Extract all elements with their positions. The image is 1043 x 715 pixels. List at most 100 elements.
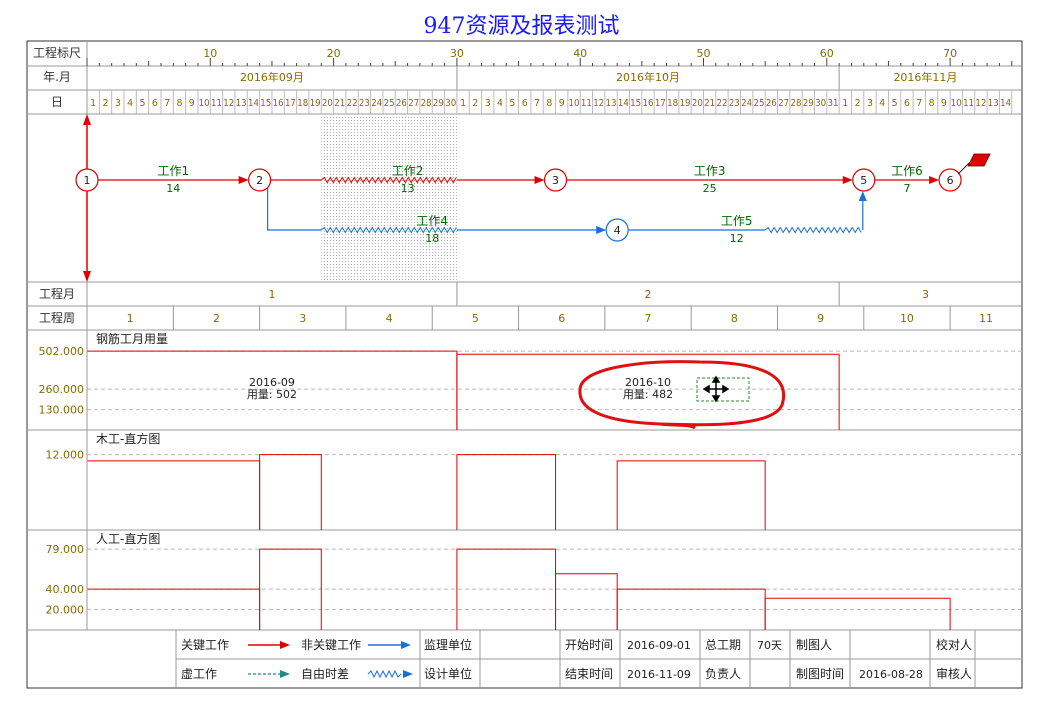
project-week-label: 1 [127, 312, 134, 325]
resource-step-bar [616, 460, 766, 530]
network-node-label: 4 [614, 224, 621, 237]
day-label: 9 [559, 98, 565, 109]
day-label: 6 [522, 98, 528, 109]
task-name-label: 工作3 [694, 164, 726, 178]
day-label: 25 [384, 98, 395, 109]
task-duration-label: 18 [425, 232, 439, 245]
day-label: 26 [396, 98, 407, 109]
project-week-label: 5 [472, 312, 479, 325]
resource-tick-label: 260.000 [39, 383, 85, 396]
task-duration-label: 14 [166, 182, 180, 195]
day-label: 14 [248, 98, 259, 109]
day-label: 30 [815, 98, 826, 109]
network-node [605, 218, 629, 242]
project-week-label: 3 [299, 312, 306, 325]
scale-tick-label: 60 [820, 47, 834, 60]
reviewer-label: 审核人 [936, 666, 972, 681]
day-label: 29 [433, 98, 444, 109]
end-time-value: 2016-11-09 [627, 668, 691, 681]
resource-step-bar [86, 460, 261, 530]
resource-period-label: 2016-09 [249, 376, 295, 389]
move-cursor-icon [702, 375, 730, 403]
day-label: 24 [741, 98, 752, 109]
task-name-label: 工作6 [891, 164, 923, 178]
day-label: 2 [472, 98, 478, 109]
day-label: 3 [115, 98, 121, 109]
day-label: 19 [310, 98, 321, 109]
task-name-label: 工作1 [157, 164, 189, 178]
month-label: 2016年09月 [240, 70, 304, 84]
resource-period-label: 2016-10 [625, 376, 671, 389]
resource-tick-label: 130.000 [39, 404, 85, 417]
day-row-label: 日 [51, 95, 63, 109]
task-arrowhead [238, 176, 249, 184]
resource-step-bar [456, 454, 557, 530]
day-label: 14 [618, 98, 629, 109]
draw-time-label: 制图时间 [796, 667, 844, 681]
resource-tick-label: 502.000 [39, 345, 85, 358]
resource-panel-title: 人工-直方图 [96, 531, 160, 546]
scale-tick-label: 50 [697, 47, 711, 60]
day-label: 27 [778, 98, 789, 109]
project-month-label: 2 [645, 288, 652, 301]
scale-tick-label: 10 [203, 47, 217, 60]
outer-frame [26, 40, 1023, 689]
day-label: 17 [655, 98, 666, 109]
network-node-label: 3 [552, 174, 559, 187]
day-label: 1 [460, 98, 466, 109]
day-label: 3 [867, 98, 873, 109]
day-label: 9 [189, 98, 195, 109]
day-label: 20 [692, 98, 703, 109]
day-label: 23 [359, 98, 370, 109]
day-label: 5 [892, 98, 898, 109]
day-label: 16 [643, 98, 654, 109]
network-node [852, 168, 876, 192]
start-time-label: 开始时间 [565, 638, 613, 652]
scale-tick-label: 30 [450, 47, 464, 60]
day-label: 10 [951, 98, 962, 109]
project-month-row-label: 工程月 [39, 286, 75, 301]
day-label: 7 [916, 98, 922, 109]
start-time-value: 2016-09-01 [627, 639, 691, 652]
free-float-wave [764, 226, 862, 234]
design-label: 设计单位 [424, 666, 472, 681]
network-node-label: 1 [84, 174, 91, 187]
task-arrowhead [534, 176, 545, 184]
day-label: 2 [855, 98, 861, 109]
resource-tick-label: 40.000 [46, 583, 85, 596]
selection-box[interactable] [696, 377, 750, 402]
project-week-label: 8 [731, 312, 738, 325]
network-node-label: 5 [860, 174, 867, 187]
day-label: 27 [408, 98, 419, 109]
day-label: 18 [667, 98, 678, 109]
resource-tick-label: 79.000 [46, 543, 85, 556]
legend-float-arrow [403, 670, 413, 678]
day-label: 4 [127, 98, 133, 109]
total-duration-value: 70天 [757, 639, 782, 652]
start-axis-arrow-up [83, 114, 91, 125]
day-label: 26 [766, 98, 777, 109]
resource-step-bar [555, 573, 618, 630]
day-label: 4 [879, 98, 885, 109]
legend-critical-label: 关键工作 [181, 638, 229, 652]
network-node-label: 2 [256, 174, 263, 187]
day-label: 10 [569, 98, 580, 109]
day-label: 12 [223, 98, 234, 109]
day-label: 12 [975, 98, 986, 109]
day-label: 1 [842, 98, 848, 109]
network-node [248, 168, 272, 192]
day-label: 23 [729, 98, 740, 109]
footer-table: 关键工作 非关键工作 虚工作 自由时差 监理单位 设计单位 开始时间 2016-… [175, 630, 976, 688]
owner-label: 负责人 [705, 667, 741, 681]
project-week-row-label: 工程周 [39, 310, 75, 325]
day-label: 8 [546, 98, 552, 109]
day-label: 6 [152, 98, 158, 109]
checker-label: 校对人 [936, 637, 972, 652]
legend-virtual-arrow [280, 670, 290, 678]
legend-noncritical-arrow [401, 641, 411, 649]
start-axis-arrow-down [83, 271, 91, 282]
network-node [938, 168, 962, 192]
